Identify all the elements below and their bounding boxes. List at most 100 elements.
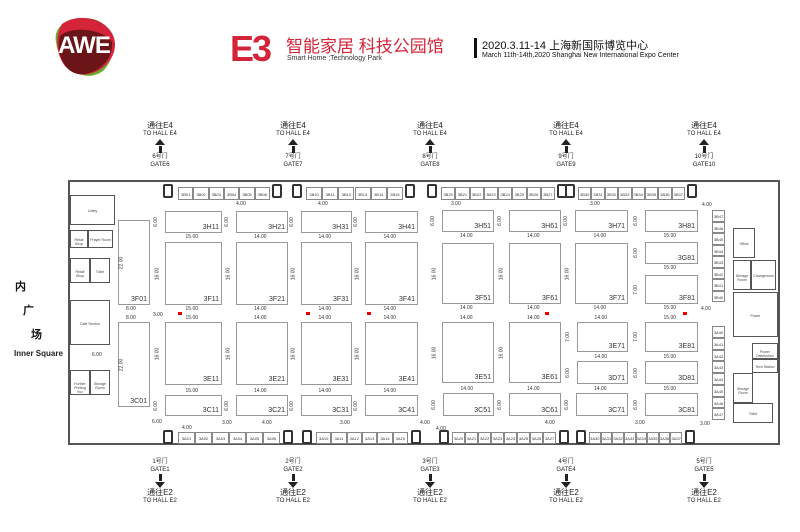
- small-booth-3a43[interactable]: 3A43: [712, 361, 725, 373]
- small-booth-3b37[interactable]: 3B37: [671, 187, 685, 200]
- small-booth-3b47[interactable]: 3B47: [712, 210, 725, 222]
- small-booth-3a03[interactable]: 3A03: [212, 432, 229, 444]
- small-booth-3a13[interactable]: 3A13: [362, 432, 378, 444]
- small-booth-3a40[interactable]: 3A40: [712, 326, 725, 338]
- small-booth-3b33[interactable]: 3B33: [618, 187, 632, 200]
- small-booth-3b01[interactable]: 3B01: [178, 187, 194, 200]
- small-booth-3b13[interactable]: 3B13: [354, 187, 371, 200]
- booth-3c21[interactable]: 3C21: [236, 395, 288, 416]
- booth-3f01[interactable]: 3F01: [118, 220, 150, 305]
- small-booth-3a04[interactable]: 3A04: [229, 432, 246, 444]
- small-booth-3b11[interactable]: 3B11: [322, 187, 339, 200]
- small-booth-3a24[interactable]: 3A24: [504, 432, 517, 444]
- booth-3e61[interactable]: 3E61: [509, 322, 561, 383]
- booth-3c11[interactable]: 3C11: [165, 395, 222, 416]
- small-booth-3a15[interactable]: 3A15: [392, 432, 408, 444]
- booth-3d71[interactable]: 3D71: [577, 361, 628, 384]
- booth-3e11[interactable]: 3E11: [165, 322, 222, 385]
- small-booth-3b30[interactable]: 3B30: [578, 187, 592, 200]
- booth-3f41[interactable]: 3F41: [365, 242, 418, 305]
- small-booth-3b44[interactable]: 3B44: [712, 244, 725, 256]
- small-booth-3a27[interactable]: 3A27: [543, 432, 556, 444]
- small-booth-3b21[interactable]: 3B21: [455, 187, 470, 200]
- booth-3h41[interactable]: 3H41: [365, 211, 418, 233]
- small-booth-3b41[interactable]: 3B41: [712, 279, 725, 291]
- small-booth-3a14[interactable]: 3A14: [377, 432, 393, 444]
- booth-3h51[interactable]: 3H51: [442, 210, 494, 232]
- small-booth-3a46[interactable]: 3A46: [712, 396, 725, 409]
- booth-3e81[interactable]: 3E81: [645, 322, 698, 352]
- small-booth-3a47[interactable]: 3A47: [712, 408, 725, 420]
- small-booth-3a10[interactable]: 3A10: [316, 432, 332, 444]
- booth-3c51[interactable]: 3C51: [443, 393, 494, 416]
- small-booth-3a42[interactable]: 3A42: [712, 349, 725, 362]
- booth-3g81[interactable]: 3G81: [645, 242, 698, 264]
- small-booth-3a26[interactable]: 3A26: [530, 432, 543, 444]
- small-booth-3a02[interactable]: 3A02: [195, 432, 212, 444]
- small-booth-3a23[interactable]: 3A23: [491, 432, 504, 444]
- small-booth-3a41[interactable]: 3A41: [712, 337, 725, 350]
- small-booth-3b42[interactable]: 3B42: [712, 267, 725, 279]
- small-booth-3b02[interactable]: 3B02: [193, 187, 209, 200]
- booth-3h31[interactable]: 3H31: [301, 211, 352, 233]
- small-booth-3b12[interactable]: 3B12: [338, 187, 355, 200]
- small-booth-3a35[interactable]: 3A35: [647, 432, 659, 444]
- booth-3e31[interactable]: 3E31: [301, 322, 352, 385]
- booth-3h71[interactable]: 3H71: [575, 210, 628, 232]
- small-booth-3b04[interactable]: 3B04: [224, 187, 240, 200]
- small-booth-3b24[interactable]: 3B24: [498, 187, 513, 200]
- small-booth-3a45[interactable]: 3A45: [712, 384, 725, 397]
- booth-3f81[interactable]: 3F81: [645, 275, 698, 304]
- booth-3f51[interactable]: 3F51: [442, 243, 494, 304]
- small-booth-3b15[interactable]: 3B15: [386, 187, 403, 200]
- small-booth-3b06[interactable]: 3B06: [254, 187, 270, 200]
- booth-3e41[interactable]: 3E41: [365, 322, 418, 385]
- booth-3h11[interactable]: 3H11: [165, 211, 222, 233]
- small-booth-3b25[interactable]: 3B25: [512, 187, 527, 200]
- small-booth-3a34[interactable]: 3A34: [635, 432, 648, 444]
- small-booth-3b10[interactable]: 3B10: [306, 187, 323, 200]
- small-booth-3a12[interactable]: 3A12: [346, 432, 362, 444]
- booth-3f71[interactable]: 3F71: [575, 243, 628, 304]
- small-booth-3b45[interactable]: 3B45: [712, 233, 725, 245]
- small-booth-3a06[interactable]: 3A06: [263, 432, 280, 444]
- booth-3c41[interactable]: 3C41: [365, 395, 418, 416]
- booth-3c61[interactable]: 3C61: [509, 393, 561, 416]
- small-booth-3b32[interactable]: 3B32: [604, 187, 619, 200]
- small-booth-3b34[interactable]: 3B34: [631, 187, 645, 200]
- booth-3h81[interactable]: 3H81: [645, 210, 698, 232]
- small-booth-3b05[interactable]: 3B05: [239, 187, 255, 200]
- booth-3h21[interactable]: 3H21: [236, 211, 288, 233]
- booth-3e71[interactable]: 3E71: [577, 322, 628, 352]
- booth-3e51[interactable]: 3E51: [442, 322, 494, 383]
- booth-3f61[interactable]: 3F61: [509, 243, 561, 304]
- small-booth-3a22[interactable]: 3A22: [478, 432, 491, 444]
- small-booth-3b26[interactable]: 3B26: [526, 187, 541, 200]
- booth-3f11[interactable]: 3F11: [165, 242, 222, 305]
- small-booth-3b40[interactable]: 3B40: [712, 290, 725, 302]
- booth-3h61[interactable]: 3H61: [509, 210, 561, 232]
- small-booth-3a30[interactable]: 3A30: [589, 432, 601, 444]
- small-booth-3b27[interactable]: 3B27: [540, 187, 555, 200]
- small-booth-3b36[interactable]: 3B36: [658, 187, 672, 200]
- booth-3f31[interactable]: 3F31: [301, 242, 352, 305]
- small-booth-3b31[interactable]: 3B31: [591, 187, 605, 200]
- small-booth-3b14[interactable]: 3B14: [370, 187, 387, 200]
- booth-3d81[interactable]: 3D81: [645, 361, 698, 384]
- small-booth-3b20[interactable]: 3B20: [441, 187, 456, 200]
- small-booth-3a32[interactable]: 3A32: [612, 432, 624, 444]
- small-booth-3a36[interactable]: 3A36: [658, 432, 671, 444]
- booth-3f21[interactable]: 3F21: [236, 242, 288, 305]
- small-booth-3a33[interactable]: 3A33: [623, 432, 636, 444]
- booth-3c81[interactable]: 3C81: [645, 393, 698, 416]
- small-booth-3a11[interactable]: 3A11: [331, 432, 347, 444]
- small-booth-3a25[interactable]: 3A25: [517, 432, 530, 444]
